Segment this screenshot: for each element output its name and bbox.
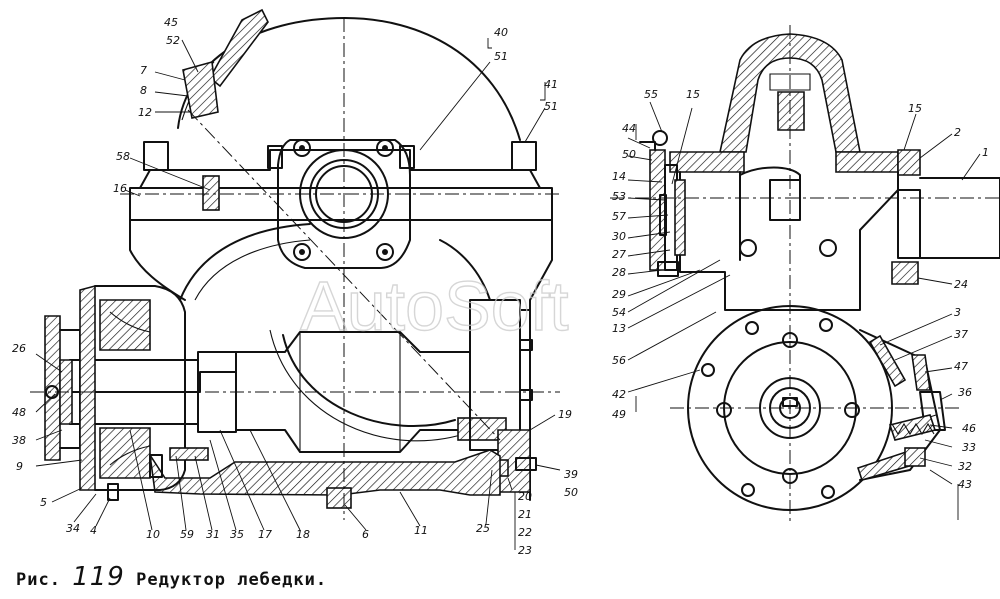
callout-13: 13 (612, 322, 626, 335)
callout-28: 28 (612, 266, 626, 279)
callout-41: 41 (544, 78, 558, 91)
figure-caption: Рис. 119 Редуктор лебедки. (16, 562, 327, 592)
callout-labels-right: 55 44 50 15 14 53 57 30 27 28 29 54 13 5… (612, 88, 989, 491)
callout-18: 18 (296, 528, 310, 541)
callout-15-a: 15 (686, 88, 700, 101)
callout-57: 57 (612, 210, 626, 223)
callout-19: 19 (558, 408, 572, 421)
callout-2: 2 (954, 126, 961, 139)
callout-16: 16 (113, 182, 127, 195)
callout-29: 29 (612, 288, 626, 301)
callout-15-b: 15 (908, 102, 922, 115)
watermark: AutoSoft (300, 267, 569, 345)
callout-44: 44 (622, 122, 636, 135)
callout-56: 56 (612, 354, 626, 367)
callout-38: 38 (12, 434, 26, 447)
callout-32: 32 (958, 460, 972, 473)
callout-5: 5 (40, 496, 47, 509)
callout-53: 53 (612, 190, 626, 203)
callout-8: 8 (140, 84, 147, 97)
callout-30: 30 (612, 230, 626, 243)
callout-3: 3 (954, 306, 961, 319)
callout-43: 43 (958, 478, 972, 491)
callout-labels-left: 45 52 7 8 12 58 16 40 51 41 51 26 48 38 … (12, 16, 578, 557)
callout-27: 27 (612, 248, 626, 261)
callout-14: 14 (612, 170, 626, 183)
callout-7: 7 (140, 64, 147, 77)
callout-45: 45 (164, 16, 178, 29)
callout-49: 49 (612, 408, 626, 421)
callout-34: 34 (66, 522, 80, 535)
callout-26: 26 (12, 342, 26, 355)
callout-33: 33 (962, 441, 976, 454)
callout-36: 36 (958, 386, 972, 399)
callout-42: 42 (612, 388, 626, 401)
callout-50: 50 (564, 486, 578, 499)
callout-55: 55 (644, 88, 658, 101)
callout-58: 58 (116, 150, 130, 163)
callout-52: 52 (166, 34, 180, 47)
callout-22: 22 (518, 526, 532, 539)
left-section-view (30, 8, 561, 550)
callout-20: 20 (518, 490, 532, 503)
callout-4: 4 (90, 524, 97, 537)
callout-17: 17 (258, 528, 272, 541)
callout-51-b: 51 (544, 100, 558, 113)
left-leaders (35, 38, 561, 550)
right-leaders (627, 101, 981, 520)
callout-31: 31 (206, 528, 220, 541)
callout-24: 24 (954, 278, 968, 291)
callout-39: 39 (564, 468, 578, 481)
callout-1: 1 (982, 146, 989, 159)
callout-59: 59 (180, 528, 194, 541)
callout-46: 46 (962, 422, 976, 435)
callout-6: 6 (362, 528, 369, 541)
callout-12: 12 (138, 106, 152, 119)
callout-11: 11 (414, 524, 428, 537)
caption-title: Редуктор лебедки. (136, 570, 328, 590)
callout-9: 9 (16, 460, 23, 473)
callout-51-a: 51 (494, 50, 508, 63)
callout-47: 47 (954, 360, 968, 373)
callout-21: 21 (518, 508, 532, 521)
right-section-view (610, 25, 1000, 525)
callout-37: 37 (954, 328, 968, 341)
callout-25: 25 (476, 522, 490, 535)
callout-50-r: 50 (622, 148, 636, 161)
callout-48: 48 (12, 406, 26, 419)
callout-23: 23 (518, 544, 532, 557)
caption-prefix: Рис. (16, 570, 61, 590)
callout-35: 35 (230, 528, 244, 541)
callout-40: 40 (494, 26, 508, 39)
caption-number: 119 (72, 562, 125, 592)
callout-10: 10 (146, 528, 160, 541)
callout-54: 54 (612, 306, 626, 319)
